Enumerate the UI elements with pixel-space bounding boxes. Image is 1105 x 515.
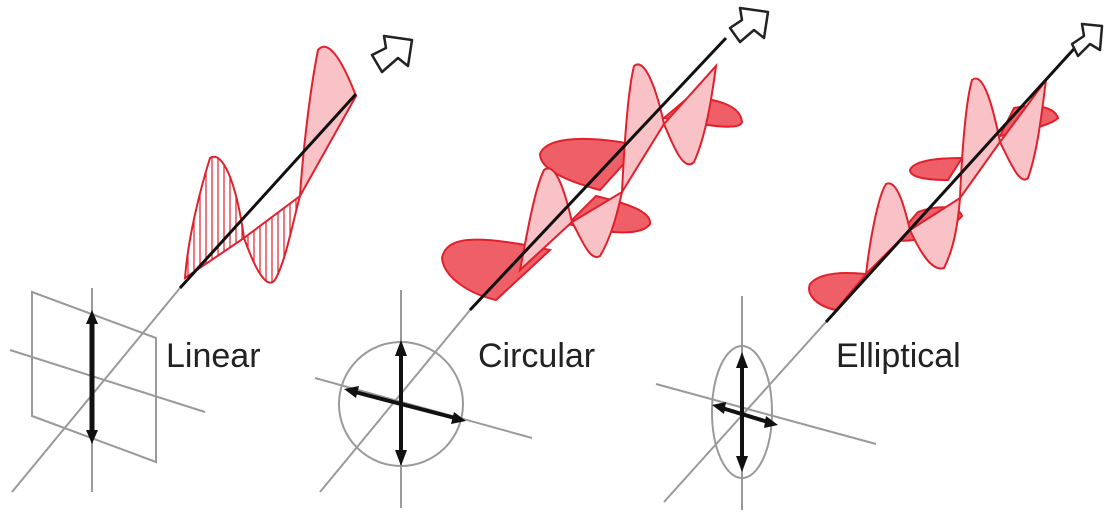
linear-polarization-frame: [31, 290, 157, 464]
circular-label: Circular: [478, 337, 595, 375]
circular-arrowhead-left: [344, 386, 359, 398]
circular-panel: Circular: [314, 6, 770, 508]
circular-horizontal-field-vector: [354, 390, 456, 420]
linear-field-arrowhead-up: [86, 310, 98, 324]
circular-arrowhead-down: [395, 450, 407, 466]
elliptical-propagation-axis-back: [663, 321, 827, 503]
elliptical-label: Elliptical: [836, 337, 961, 375]
elliptical-arrowhead-left: [712, 402, 726, 414]
linear-propagation-arrow-icon: [370, 34, 414, 74]
elliptical-propagation-arrow-icon: [1070, 22, 1104, 58]
linear-wave: [183, 45, 358, 284]
circular-propagation-axis: [468, 36, 728, 312]
linear-horizontal-axis: [9, 349, 206, 413]
elliptical-arrowhead-up: [736, 352, 748, 368]
circular-arrowhead-right: [451, 412, 466, 424]
circular-arrowhead-up: [395, 340, 407, 356]
linear-label: Linear: [166, 337, 261, 375]
linear-propagation-axis-back: [11, 287, 181, 493]
elliptical-arrowhead-down: [736, 456, 748, 472]
circular-wave: [440, 62, 744, 302]
elliptical-horizontal-axis: [655, 383, 877, 445]
circular-propagation-arrow-icon: [728, 6, 770, 44]
elliptical-horizontal-field-vector: [721, 406, 769, 424]
linear-panel: Linear: [9, 34, 414, 493]
elliptical-arrowhead-right: [764, 416, 778, 428]
linear-field-arrowhead-down: [86, 430, 98, 444]
elliptical-panel: Elliptical: [655, 22, 1104, 510]
elliptical-propagation-axis: [824, 38, 1084, 324]
elliptical-wave: [808, 76, 1060, 312]
linear-propagation-axis: [178, 92, 358, 290]
